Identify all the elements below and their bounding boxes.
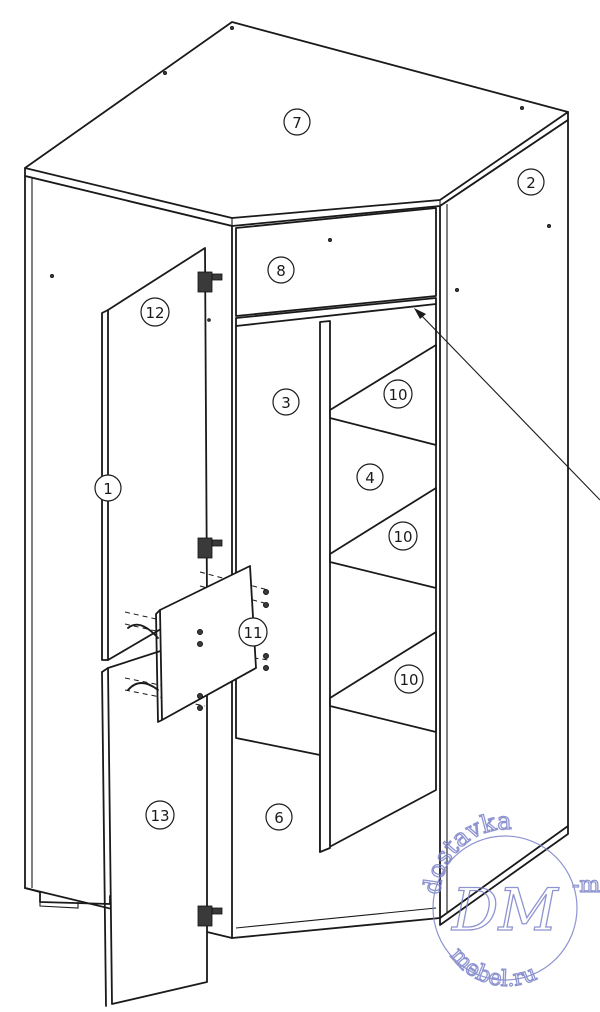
right-side-panel [439,119,569,926]
part-number: 3 [281,394,291,412]
handle-panel [124,565,269,723]
part-number: 10 [393,528,412,546]
upper-door [101,247,223,661]
part-label-13: 13 [145,800,175,830]
part-number: 2 [526,174,536,192]
part-label-2: 2 [517,168,545,196]
part-label-1: 1 [94,474,122,502]
shelf-upper [329,344,437,446]
part-label-10: 10 [388,521,418,551]
shelf-lower [329,631,437,733]
part-number: 11 [243,624,262,642]
part-label-6: 6 [265,803,293,831]
part-number: 6 [274,809,284,827]
hinge-icon [197,271,223,293]
part-number: 8 [276,262,286,280]
vertical-divider [319,320,331,853]
watermark-arc-bottom-text: mebel.ru [445,943,540,992]
screw-icon [196,589,269,712]
watermark-arc-right-text: -m [572,873,600,898]
front-rail [235,207,437,317]
callout-arrow [414,308,600,501]
part-number: 4 [365,469,375,487]
part-label-4: 4 [356,463,384,491]
hinge-icon [197,905,223,927]
part-number: 1 [103,480,113,498]
part-number: 7 [292,114,302,132]
part-number: 12 [145,304,164,322]
part-number: 13 [150,807,169,825]
shelf-middle [329,487,437,589]
part-label-11: 11 [238,617,268,647]
hinge-icon [197,537,223,559]
part-label-7: 7 [283,108,311,136]
corner-shelves [329,344,437,733]
part-label-8: 8 [267,256,295,284]
part-number: 10 [388,386,407,404]
part-label-10: 10 [394,664,424,694]
part-label-12: 12 [140,297,170,327]
watermark-monogram: DM [451,876,560,944]
part-number: 10 [399,671,418,689]
part-label-10: 10 [383,379,413,409]
part-label-3: 3 [272,388,300,416]
part-labels: 7 2 8 12 3 10 1 4 10 11 10 13 6 [94,108,545,831]
